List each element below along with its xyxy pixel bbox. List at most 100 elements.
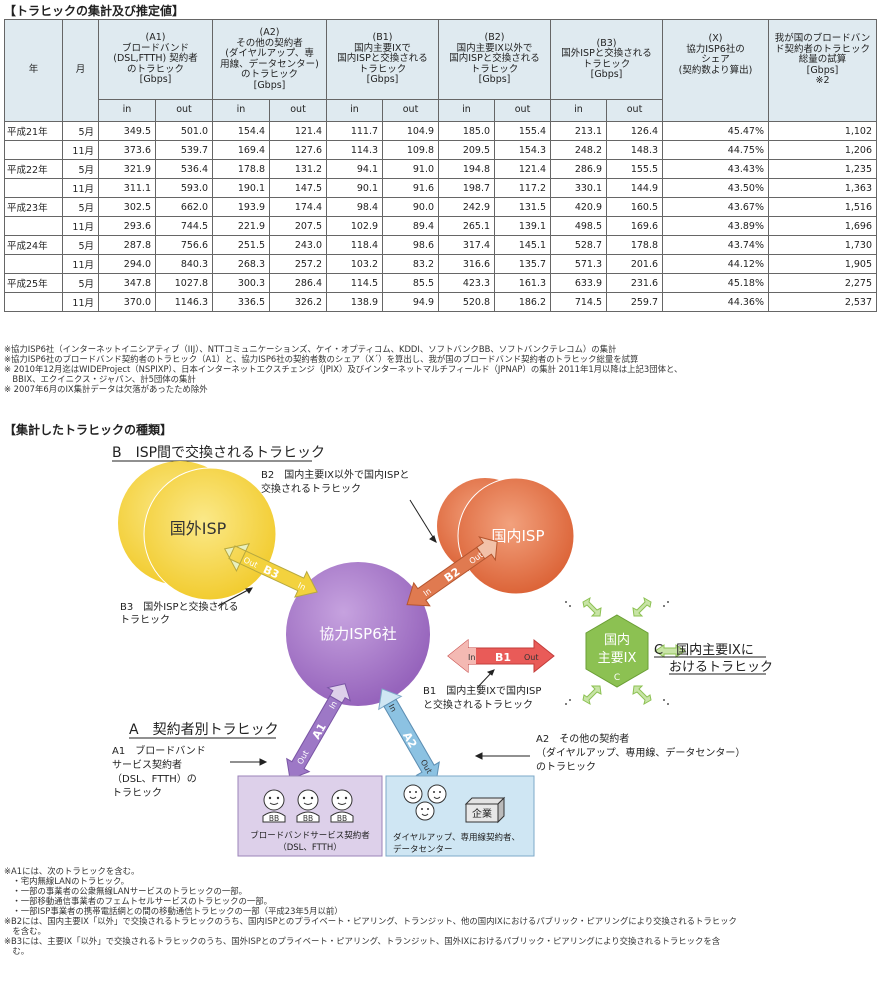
section-b-title: B ISP間で交換されるトラヒック xyxy=(112,444,325,461)
company-label: 企業 xyxy=(472,807,492,820)
cell-total: 1,696 xyxy=(768,216,878,236)
header-line: のトラヒック xyxy=(241,69,299,80)
cell-b1-in: 114.3 xyxy=(326,140,384,160)
header-out: out xyxy=(154,99,214,122)
cell-b2-in: 198.7 xyxy=(438,178,496,198)
header-line: 国外ISPと交換される xyxy=(561,48,652,59)
cell-b2-out: 135.7 xyxy=(494,254,552,274)
header-line: のトラヒック xyxy=(127,63,185,75)
cell-b2-out: 117.2 xyxy=(494,178,552,198)
arrow-a2: In A2 Out xyxy=(378,688,440,784)
header-line: 用線、データセンター) xyxy=(220,58,319,70)
cell-b2-out: 186.2 xyxy=(494,292,552,312)
header-out: out xyxy=(606,99,664,122)
ix-hexagon xyxy=(585,614,649,688)
header-line: (B2) xyxy=(484,32,505,44)
cell-b3-out: 259.7 xyxy=(606,292,664,312)
cell-a1-out: 1146.3 xyxy=(154,292,214,312)
header-in: in xyxy=(438,99,496,122)
cell-b2-out: 154.3 xyxy=(494,140,552,160)
ix-dots xyxy=(565,601,698,705)
footnote-line: ・一部の事業者の公衆無線LANサービスのトラヒックの一部。 xyxy=(4,886,247,896)
cell-b2-in: 209.5 xyxy=(438,140,496,160)
header-b2: (B2)国内主要IX以外で国内ISPと交換されるトラヒック[Gbps] xyxy=(438,19,552,100)
domestic-isp-label: 国内ISP xyxy=(492,527,545,545)
cell-total: 2,275 xyxy=(768,273,878,293)
header-line: [Gbps] xyxy=(478,74,511,86)
cell-a1-in: 349.5 xyxy=(98,121,156,141)
group-user-icon xyxy=(403,784,447,821)
cell-month: 5月 xyxy=(62,197,99,217)
cell-b3-in: 498.5 xyxy=(550,216,608,236)
b3-in-label: In xyxy=(296,581,307,592)
cell-b3-in: 330.1 xyxy=(550,178,608,198)
header-line: (DSL,FTTH) 契約者 xyxy=(113,53,198,65)
foreign-isp-label: 国外ISP xyxy=(170,519,227,538)
footnote-line: ※B3には、主要IX「以外」で交換されるトラヒックのうち、国外ISPとのプライベ… xyxy=(4,936,721,946)
ix-label-line2: 主要IX xyxy=(598,651,637,666)
cell-b3-out: 169.6 xyxy=(606,216,664,236)
table-note-line: ※ 2010年12月迄はWIDEProject（NSPIXP）、日本インターネッ… xyxy=(4,364,683,374)
cell-b2-out: 155.4 xyxy=(494,121,552,141)
cell-total: 1,516 xyxy=(768,197,878,217)
cell-b3-in: 633.9 xyxy=(550,273,608,293)
header-line: (ダイヤルアップ、専 xyxy=(225,48,314,59)
cell-b2-out: 131.5 xyxy=(494,197,552,217)
cell-b1-out: 91.0 xyxy=(382,159,440,179)
cell-b2-out: 139.1 xyxy=(494,216,552,236)
cell-total: 1,102 xyxy=(768,121,878,141)
cell-a2-out: 286.4 xyxy=(269,273,328,293)
cell-b1-in: 103.2 xyxy=(326,254,384,274)
cell-share: 43.89% xyxy=(662,216,770,236)
cell-a2-in: 268.3 xyxy=(212,254,271,274)
cell-b1-in: 114.5 xyxy=(326,273,384,293)
header-in: in xyxy=(212,99,271,122)
header-line: シェア xyxy=(701,54,730,65)
cell-total: 1,905 xyxy=(768,254,878,274)
domestic-isp-circle xyxy=(457,477,575,595)
cell-a2-out: 127.6 xyxy=(269,140,328,160)
header-b3: (B3)国外ISPと交換されるトラヒック[Gbps] xyxy=(550,19,664,100)
diagram-section-title: 【集計したトラヒックの種類】 xyxy=(4,423,173,437)
header-line: [Gbps] xyxy=(139,74,172,86)
cell-b2-in: 194.8 xyxy=(438,159,496,179)
cell-month: 11月 xyxy=(62,140,99,160)
label-a1-line1: A1 ブロードバンド xyxy=(112,744,206,757)
cell-a2-in: 169.4 xyxy=(212,140,271,160)
cell-a1-in: 321.9 xyxy=(98,159,156,179)
cell-b3-out: 231.6 xyxy=(606,273,664,293)
table-note-line: BBIX、エクイニクス・ジャパン、計5団体の集計 xyxy=(4,374,196,384)
cell-b1-in: 111.7 xyxy=(326,121,384,141)
header-in: in xyxy=(550,99,608,122)
cell-share: 43.74% xyxy=(662,235,770,255)
header-out: out xyxy=(269,99,328,122)
header-line: 協力ISP6社の xyxy=(686,43,745,55)
cell-b3-out: 178.8 xyxy=(606,235,664,255)
cell-a1-in: 370.0 xyxy=(98,292,156,312)
cell-total: 1,235 xyxy=(768,159,878,179)
cell-b2-in: 242.9 xyxy=(438,197,496,217)
label-a2-line3: のトラヒック xyxy=(536,761,596,773)
traffic-table: 年 月 (A1)ブロードバンド(DSL,FTTH) 契約者のトラヒック[Gbps… xyxy=(4,19,878,312)
cell-a1-out: 756.6 xyxy=(154,235,214,255)
label-a1-line4: トラヒック xyxy=(112,787,162,799)
cell-b1-out: 90.0 xyxy=(382,197,440,217)
cell-a1-out: 744.5 xyxy=(154,216,214,236)
cell-a1-in: 302.5 xyxy=(98,197,156,217)
header-line: その他の契約者 xyxy=(236,37,303,49)
cell-year: 平成23年 xyxy=(4,197,63,217)
arrow-a1: Out A1 In xyxy=(286,683,352,780)
cell-a2-in: 193.9 xyxy=(212,197,271,217)
header-in: in xyxy=(326,99,384,122)
bb-label: BB xyxy=(337,814,347,823)
ix-spoke-arrows xyxy=(582,596,686,706)
cell-b3-out: 126.4 xyxy=(606,121,664,141)
header-in: in xyxy=(98,99,156,122)
label-b2-line1: B2 国内主要IX以外で国内ISPと xyxy=(261,468,409,481)
b1-out-label: Out xyxy=(524,653,539,662)
cell-a2-in: 336.5 xyxy=(212,292,271,312)
cell-a1-out: 1027.8 xyxy=(154,273,214,293)
footnote-line: ・一部ISP事業者の携帯電話網との間の移動通信トラヒックの一部（平成23年5月以… xyxy=(4,906,343,916)
header-share: (X)協力ISP6社のシェア(契約数より算出) xyxy=(662,19,770,122)
